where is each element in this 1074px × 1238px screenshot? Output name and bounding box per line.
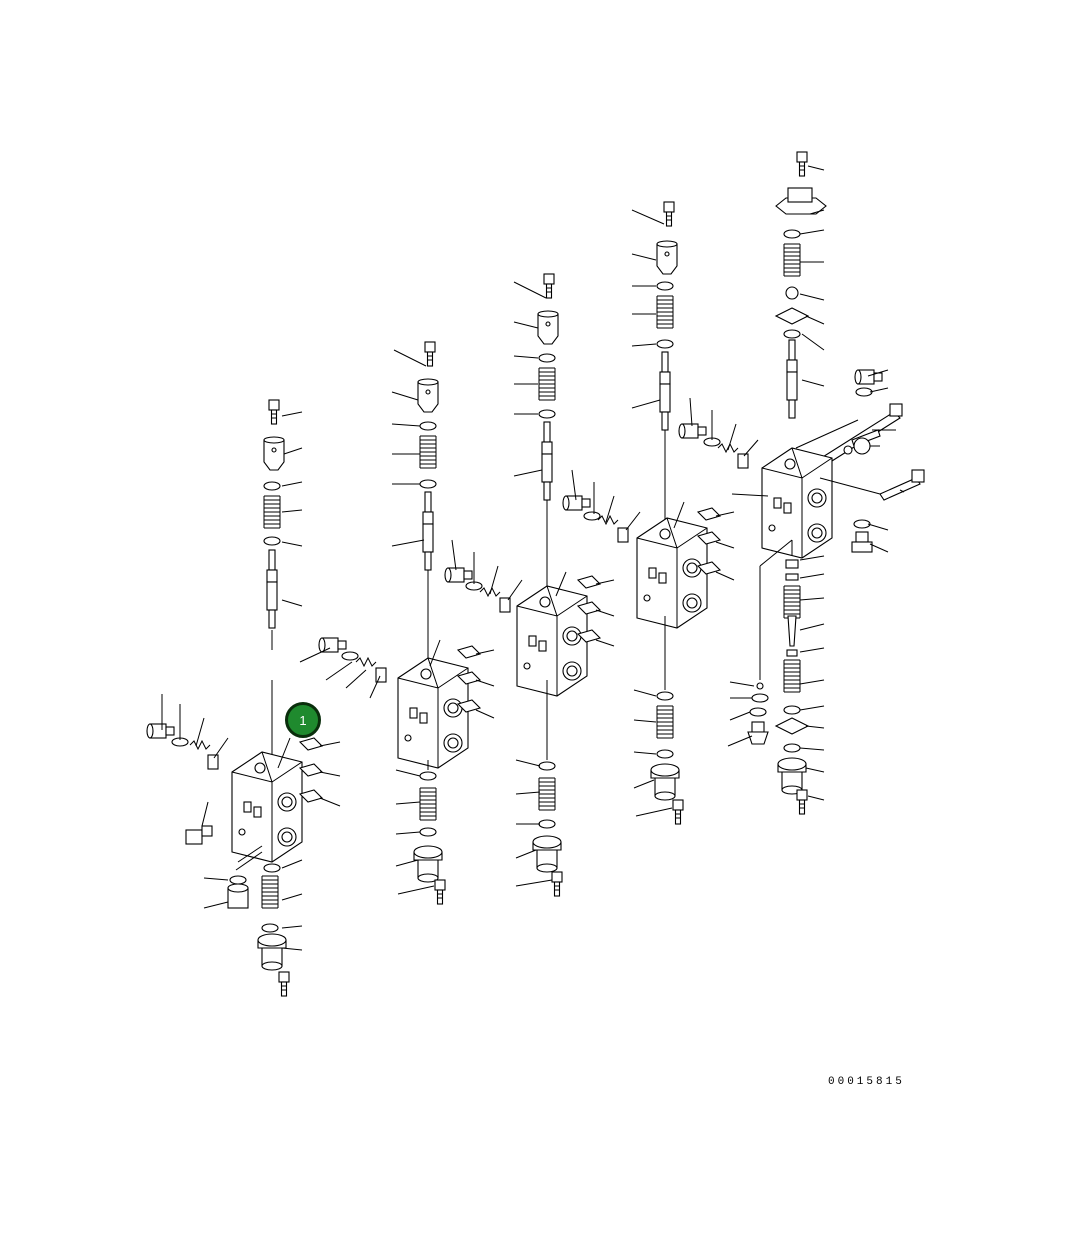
valve-section-3 bbox=[444, 273, 615, 897]
valve-section-5 bbox=[727, 151, 925, 815]
tie-rod-lines bbox=[237, 419, 881, 863]
callout-1-badge[interactable]: 1 bbox=[285, 702, 321, 738]
drawing-number: 00015815 bbox=[828, 1076, 905, 1088]
valve-section-4 bbox=[562, 201, 759, 825]
valve-section-1 bbox=[146, 399, 341, 997]
valve-section-2 bbox=[299, 341, 495, 905]
